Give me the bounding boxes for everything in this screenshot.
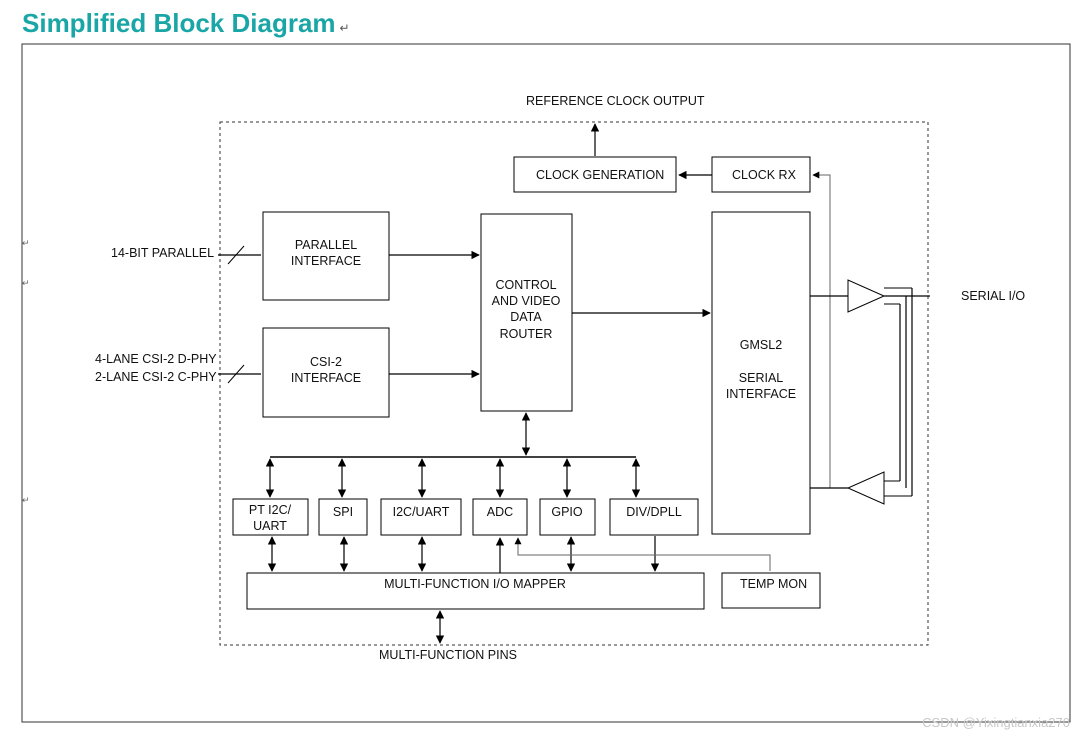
adc-label: ADC <box>487 505 513 519</box>
reference-clock-output-label: REFERENCE CLOCK OUTPUT <box>526 94 705 108</box>
csi-dphy-label: 4-LANE CSI-2 D-PHY <box>95 352 217 366</box>
gpio-block <box>539 498 596 536</box>
gmsl2-line2: SERIAL <box>739 371 784 385</box>
parallel-interface-line1: PARALLEL <box>295 238 357 252</box>
spi-label: SPI <box>333 505 353 519</box>
mfio-mapper-block <box>246 572 705 610</box>
page-title: Simplified Block Diagram↵ <box>22 8 350 38</box>
paragraph-mark: ↵ <box>22 238 30 248</box>
serial-io-label: SERIAL I/O <box>961 289 1025 303</box>
clock-generation-block <box>513 156 677 193</box>
outer-frame <box>21 43 1071 723</box>
pt-i2c-uart-block <box>232 498 309 536</box>
csi2-interface-line2: INTERFACE <box>291 371 361 385</box>
csi-cphy-label: 2-LANE CSI-2 C-PHY <box>95 370 217 384</box>
gpio-label: GPIO <box>551 505 583 519</box>
14-bit-parallel-label: 14-BIT PARALLEL <box>111 246 214 260</box>
gmsl2-line1: GMSL2 <box>740 338 782 352</box>
multi-function-pins-label: MULTI-FUNCTION PINS <box>379 648 517 662</box>
router-line1: CONTROL <box>495 278 556 292</box>
mfio-mapper-label: MULTI-FUNCTION I/O MAPPER <box>384 577 566 591</box>
parallel-interface-line2: INTERFACE <box>291 254 361 268</box>
gmsl2-serial-interface-block <box>711 211 811 535</box>
div-dpll-label: DIV/DPLL <box>626 505 682 519</box>
clock-rx-label: CLOCK RX <box>732 168 797 182</box>
paragraph-mark: ↵ <box>22 278 30 288</box>
clock-generation-label: CLOCK GENERATION <box>536 168 664 182</box>
parallel-interface-block <box>262 211 390 301</box>
rx-driver-icon <box>846 471 885 505</box>
csi2-interface-line1: CSI-2 <box>310 355 342 369</box>
chip-boundary <box>219 121 929 646</box>
temp-mon-label: TEMP MON <box>740 577 807 591</box>
i2c-uart-label: I2C/UART <box>393 505 450 519</box>
watermark: CSDN @Yixingtianxia270 <box>922 715 1070 730</box>
paragraph-mark: ↵ <box>339 21 350 35</box>
tx-driver-icon <box>847 279 886 313</box>
router-line2: AND VIDEO <box>492 294 561 308</box>
adc-block <box>472 498 528 536</box>
router-line3: DATA <box>510 310 542 324</box>
router-line4: ROUTER <box>500 327 553 341</box>
gmsl2-line3: INTERFACE <box>726 387 796 401</box>
pt-i2c-uart-line2: UART <box>253 519 287 533</box>
csi2-interface-block <box>262 327 390 418</box>
spi-block <box>318 498 368 536</box>
control-video-router-block <box>480 213 573 412</box>
paragraph-mark: ↵ <box>22 495 30 505</box>
temp-mon-block <box>721 572 821 609</box>
div-dpll-block <box>609 498 699 536</box>
pt-i2c-uart-line1: PT I2C/ <box>249 503 292 517</box>
i2c-uart-block <box>380 498 462 536</box>
